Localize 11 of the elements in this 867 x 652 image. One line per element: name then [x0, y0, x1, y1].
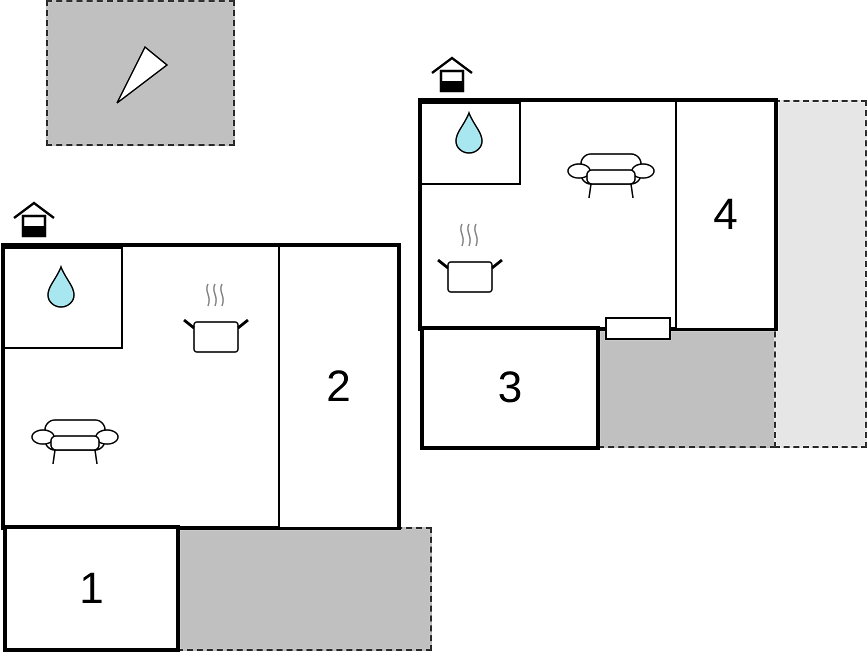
room-number: 2	[326, 362, 351, 412]
room-number: 3	[498, 363, 522, 413]
room-number: 4	[713, 190, 738, 240]
room	[675, 100, 776, 330]
room	[3, 525, 180, 652]
terrace-area	[177, 527, 432, 651]
terrace-area	[774, 100, 867, 448]
room-number: 1	[79, 564, 104, 614]
room	[420, 326, 600, 450]
terrace-area	[598, 328, 776, 448]
room	[278, 245, 399, 529]
